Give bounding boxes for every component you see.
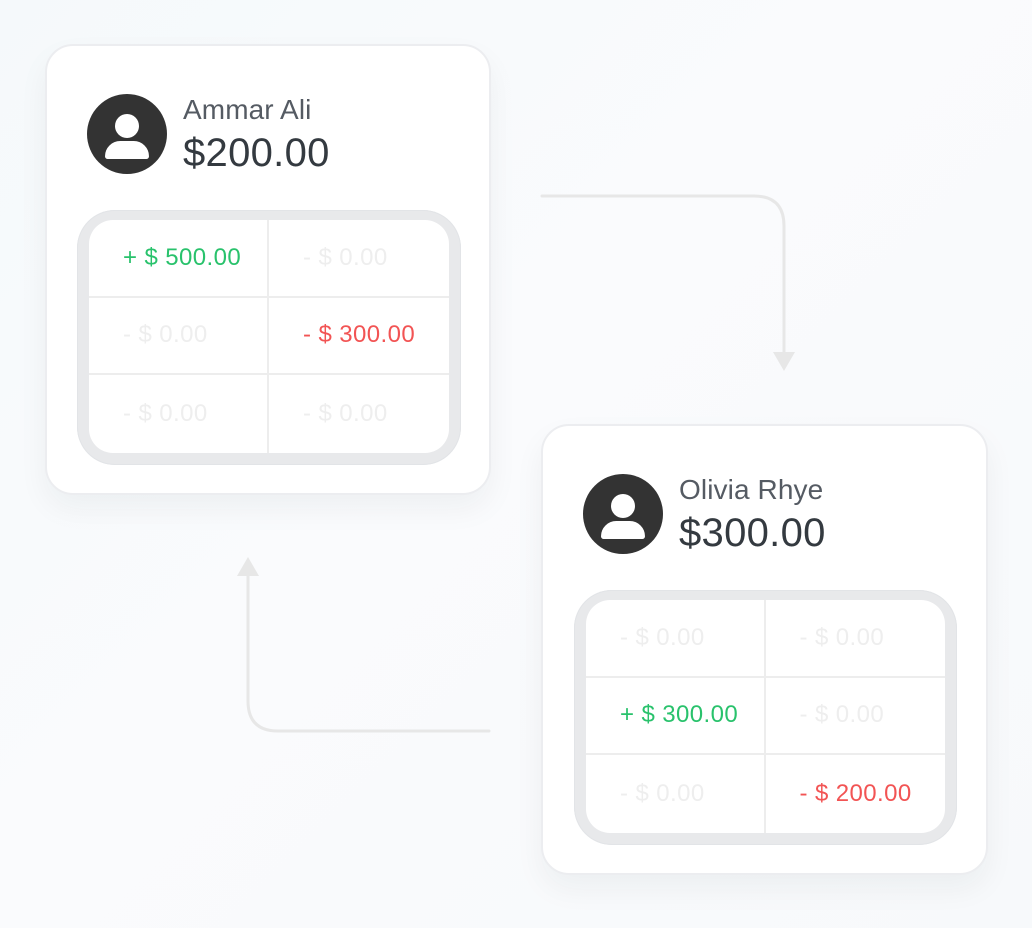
ledger-cell: - $ 0.00 — [765, 678, 945, 756]
user-body-shape — [105, 141, 149, 159]
user-icon — [583, 474, 663, 554]
ledger-cell: - $ 0.00 — [586, 600, 766, 678]
ledger-cell: - $ 0.00 — [765, 600, 945, 678]
ledger-grid: + $ 500.00 - $ 0.00 - $ 0.00 - $ 300.00 … — [89, 220, 449, 453]
user-icon — [87, 94, 167, 174]
profile-text: Olivia Rhye $300.00 — [679, 473, 826, 555]
ledger-container: + $ 500.00 - $ 0.00 - $ 0.00 - $ 300.00 … — [77, 210, 461, 465]
user-head-shape — [611, 494, 635, 518]
ledger-grid: - $ 0.00 - $ 0.00 + $ 300.00 - $ 0.00 - … — [586, 600, 945, 833]
user-body-shape — [601, 521, 645, 539]
ledger-cell: + $ 300.00 — [586, 677, 766, 756]
user-balance: $300.00 — [679, 511, 826, 555]
connector-path-down — [540, 194, 786, 354]
ledger-cell: - $ 0.00 — [269, 220, 449, 298]
profile-header: Ammar Ali $200.00 — [87, 93, 330, 175]
ledger-cell: - $ 300.00 — [269, 298, 449, 376]
user-name: Ammar Ali — [183, 94, 312, 125]
arrow-down-icon — [773, 352, 795, 371]
ledger-cell: - $ 0.00 — [586, 755, 766, 833]
user-balance: $200.00 — [183, 131, 330, 175]
profile-text: Ammar Ali $200.00 — [183, 93, 330, 175]
ledger-cell: - $ 0.00 — [89, 297, 269, 376]
arrow-up-icon — [237, 557, 259, 576]
ledger-cell: - $ 0.00 — [89, 375, 269, 453]
user-name: Olivia Rhye — [679, 474, 824, 505]
ledger-cell: - $ 0.00 — [303, 400, 388, 428]
profile-header: Olivia Rhye $300.00 — [583, 473, 826, 555]
user-head-shape — [115, 114, 139, 138]
balance-card-olivia: Olivia Rhye $300.00 - $ 0.00 - $ 0.00 + … — [541, 424, 988, 875]
ledger-container: - $ 0.00 - $ 0.00 + $ 300.00 - $ 0.00 - … — [574, 590, 957, 845]
ledger-cell: - $ 200.00 — [799, 780, 912, 808]
ledger-cell: + $ 500.00 — [89, 220, 269, 298]
connector-path-up — [246, 574, 491, 733]
balance-card-ammar: Ammar Ali $200.00 + $ 500.00 - $ 0.00 - … — [45, 44, 491, 495]
